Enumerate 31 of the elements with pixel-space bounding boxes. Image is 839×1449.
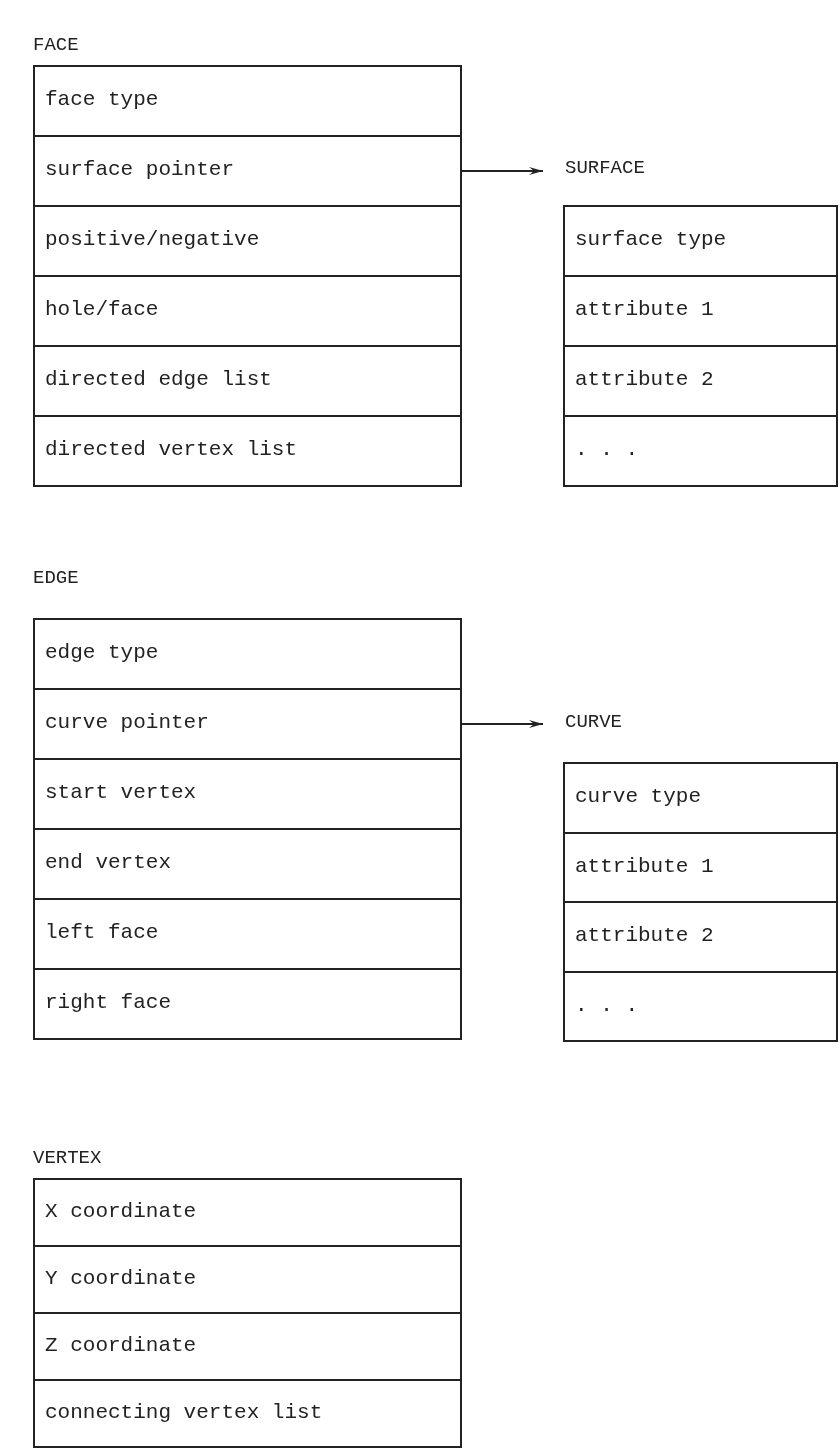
field-cell: curve pointer	[33, 688, 462, 760]
field-cell: start vertex	[33, 758, 462, 830]
record-title: SURFACE	[565, 156, 645, 181]
field-cell: end vertex	[33, 828, 462, 900]
field-cell: attribute 1	[563, 275, 838, 347]
field-cell: hole/face	[33, 275, 462, 347]
field-cell: edge type	[33, 618, 462, 690]
field-cell: . . .	[563, 415, 838, 487]
field-cell: directed edge list	[33, 345, 462, 417]
field-cell: right face	[33, 968, 462, 1040]
field-cell: X coordinate	[33, 1178, 462, 1247]
field-cell: directed vertex list	[33, 415, 462, 487]
field-cell: connecting vertex list	[33, 1379, 462, 1448]
record-title: VERTEX	[33, 1146, 102, 1171]
arrow	[461, 720, 544, 728]
field-cell: surface type	[563, 205, 838, 277]
field-cell: attribute 2	[563, 345, 838, 417]
field-cell: Y coordinate	[33, 1245, 462, 1314]
arrow	[461, 167, 544, 175]
field-cell: Z coordinate	[33, 1312, 462, 1381]
field-cell: positive/negative	[33, 205, 462, 277]
record-title: FACE	[33, 33, 79, 58]
field-cell: . . .	[563, 970, 838, 1042]
field-cell: left face	[33, 898, 462, 970]
field-cell: face type	[33, 65, 462, 137]
field-cell: attribute 1	[563, 831, 838, 903]
field-cell: curve type	[563, 762, 838, 834]
record-title: CURVE	[565, 710, 622, 735]
field-cell: attribute 2	[563, 901, 838, 973]
field-cell: surface pointer	[33, 135, 462, 207]
record-title: EDGE	[33, 566, 79, 591]
